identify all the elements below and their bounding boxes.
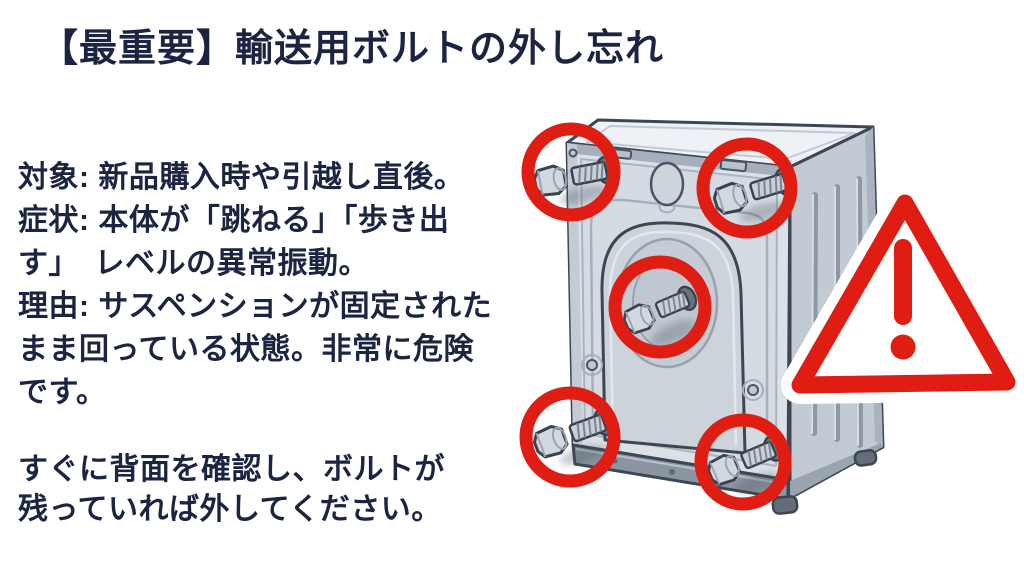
- bolt-highlight-circle: [608, 255, 712, 359]
- footer-text-block: すぐに背面を確認し、ボルトが 残っていれば外してください。: [18, 450, 445, 530]
- body-line-6: です。: [18, 376, 107, 409]
- body-line-4: 理由: サスペンションが固定された: [18, 290, 493, 323]
- footer-line-2: 残っていれば外してください。: [18, 493, 442, 526]
- machine-foot: [853, 449, 878, 467]
- body-line-3: す」 レベルの異常振動。: [18, 247, 369, 280]
- vent-slot: [719, 158, 748, 173]
- footer-line-1: すぐに背面を確認し、ボルトが: [18, 453, 445, 486]
- page-title: 【最重要】輸送用ボルトの外し忘れ: [40, 28, 665, 70]
- body-line-1: 対象: 新品購入時や引越し直後。: [18, 161, 465, 194]
- body-line-5: まま回っている状態。非常に危険: [18, 333, 474, 366]
- machine-foot: [771, 495, 799, 515]
- bolt-highlight-circle: [694, 413, 792, 511]
- body-text-block: 対象: 新品購入時や引越し直後。 症状: 本体が「跳ねる」「歩き出 す」 レベル…: [18, 156, 492, 414]
- panel-hole: [649, 161, 685, 207]
- bolt-highlight-circle: [696, 137, 798, 239]
- bolt-highlight-circle: [519, 386, 621, 488]
- panel-screws: [568, 148, 759, 396]
- bolt-highlight-circle: [521, 122, 621, 222]
- washing-machine-illustration: [519, 118, 1024, 515]
- body-line-2: 症状: 本体が「跳ねる」「歩き出: [18, 204, 450, 237]
- bolt-shadows: [559, 185, 787, 494]
- warning-triangle-icon: [781, 184, 1024, 404]
